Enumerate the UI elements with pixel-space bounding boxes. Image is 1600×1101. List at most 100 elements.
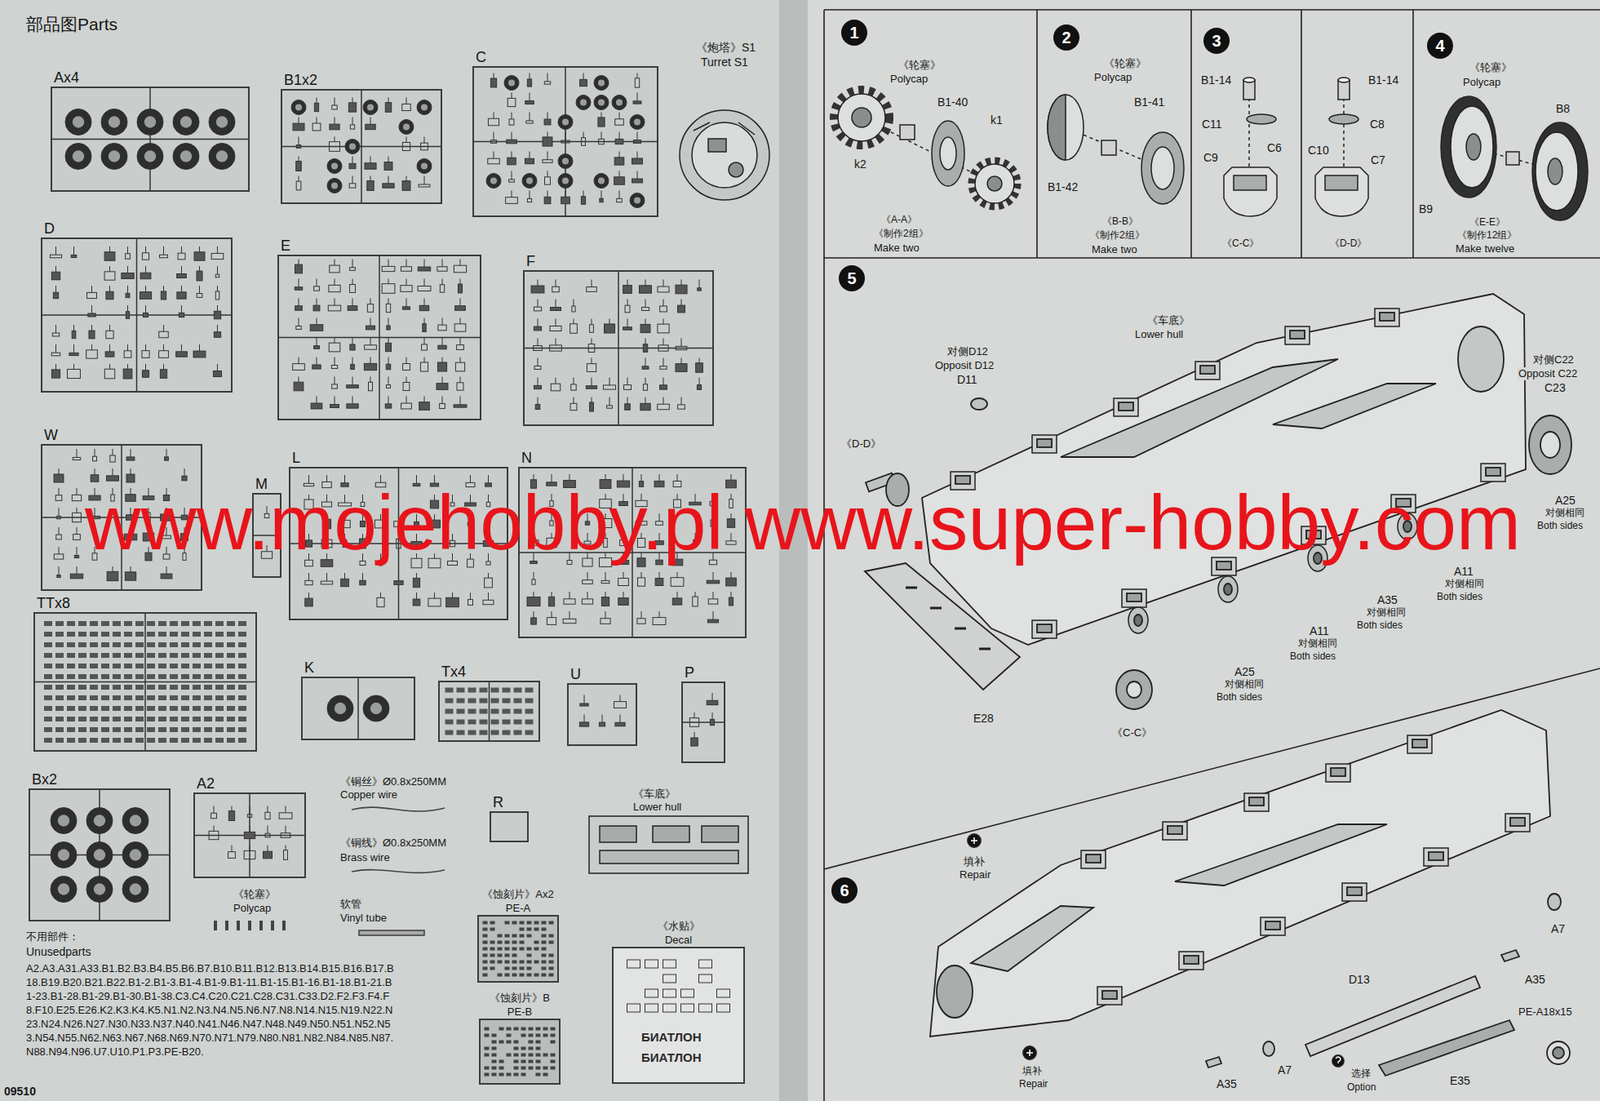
part-label: Both sides xyxy=(1536,519,1584,532)
part-label: Both sides xyxy=(1215,691,1264,703)
frame-heading: 《水贴》Decal xyxy=(611,918,745,947)
frame-outline xyxy=(301,676,416,741)
etch-fret: 《蚀刻片》Ax2PE-A xyxy=(477,886,559,983)
sprue-parts xyxy=(491,812,528,841)
page-number: 09510 xyxy=(3,1084,37,1099)
sprue-letter: Tx4 xyxy=(441,662,541,681)
part-label: 《轮塞》 xyxy=(232,887,277,901)
part-label: 对侧相同 xyxy=(1365,606,1407,618)
part-label: 对侧相同 xyxy=(1444,577,1485,590)
callout-number: 3 xyxy=(1203,27,1230,54)
sprue-frame: R xyxy=(489,793,529,843)
frame-heading: P xyxy=(681,663,726,682)
sprue-letter: E xyxy=(280,236,482,255)
frame-outline xyxy=(40,237,233,393)
part-label: 对侧相同 xyxy=(1297,637,1339,649)
frame-outline xyxy=(681,681,726,763)
frame-outline xyxy=(522,270,714,426)
part-label: B1-14 xyxy=(1200,73,1233,88)
step-number: 2 xyxy=(1053,24,1080,51)
sprue-frame: TTx8 xyxy=(33,593,258,752)
frame-heading: Bx2 xyxy=(28,770,171,789)
part-label: A11 xyxy=(1308,624,1330,639)
part-label: E35 xyxy=(1449,1073,1472,1088)
sprue-letter: C xyxy=(475,48,659,67)
sprue-frame: B1x2 xyxy=(280,70,443,204)
sprue-letter: N xyxy=(521,448,747,467)
part-label: 不用部件： xyxy=(25,930,80,944)
fret-title: 《蚀刻片》B xyxy=(478,990,561,1005)
sprue-frame: K xyxy=(301,658,416,741)
part-label: A35 xyxy=(1215,1077,1238,1091)
part-label: Brass wire xyxy=(339,850,391,865)
frame-heading: B1x2 xyxy=(280,70,443,89)
sprue-frame: Bx2 xyxy=(28,770,171,922)
callout-number: 4 xyxy=(1427,32,1454,59)
frame-heading: W xyxy=(40,425,203,444)
part-label: 《D-D》 xyxy=(840,437,882,451)
part-label: A35 xyxy=(1376,593,1399,608)
sprue-parts xyxy=(524,271,713,425)
fret-title: 《水贴》 xyxy=(611,918,745,933)
part-label: 《轮塞》 xyxy=(1468,61,1513,75)
sprue-parts xyxy=(35,613,256,750)
step-number: 4 xyxy=(1427,32,1454,59)
etch-fret: 《蚀刻片》BPE-B xyxy=(478,990,561,1085)
part-label: B1-42 xyxy=(1046,180,1079,195)
frame-outline xyxy=(477,914,559,983)
sprue-frame: P xyxy=(681,663,726,763)
sprue-letter: TTx8 xyxy=(36,593,258,612)
part-label: B1-41 xyxy=(1133,95,1166,110)
sprue-parts xyxy=(279,256,480,419)
part-label: Opposit D12 xyxy=(934,359,995,373)
part-label: B8 xyxy=(1555,101,1571,116)
step-number: 6 xyxy=(831,877,858,904)
part-label: Opposit C22 xyxy=(1517,367,1578,381)
callout-number: 6 xyxy=(831,877,858,904)
frame-heading: F xyxy=(522,252,714,271)
part-label: 对侧相同 xyxy=(1544,506,1586,519)
part-label: Make two xyxy=(873,241,921,255)
step2-parts xyxy=(1047,94,1184,204)
sprue-letter: B1x2 xyxy=(283,70,443,89)
part-label: Polycap xyxy=(1093,70,1133,85)
page-title: 部品图Parts xyxy=(26,13,118,36)
sprue-frame: A2 xyxy=(193,774,306,878)
part-label: Lower hull xyxy=(1134,327,1184,342)
part-label: A25 xyxy=(1233,664,1256,679)
step4-parts xyxy=(1440,96,1588,221)
sprue-frame: U xyxy=(567,664,638,746)
step6-hull xyxy=(930,709,1570,1076)
sprue-letter: P xyxy=(684,663,726,682)
callout-number: 5 xyxy=(838,265,865,292)
part-label: Make twelve xyxy=(1454,242,1516,256)
part-label: Unusedparts xyxy=(25,944,92,959)
lower-hull-part xyxy=(589,815,749,874)
part-label: 《制作2组》 xyxy=(1089,229,1146,241)
fret-title: 《蚀刻片》Ax2 xyxy=(477,886,559,901)
sprue-parts xyxy=(195,793,305,877)
part-label: 《车底》 xyxy=(1146,314,1191,328)
part-label: 《轮塞》 xyxy=(897,58,942,72)
frame-heading: E xyxy=(277,236,482,255)
frame-heading: 《蚀刻片》Ax2PE-A xyxy=(477,886,559,915)
part-label: Turret S1 xyxy=(700,55,750,70)
part-label: C10 xyxy=(1307,143,1330,158)
sprue-letter: D xyxy=(44,219,233,238)
fret-title: PE-A xyxy=(477,900,559,915)
part-label: Make two xyxy=(1090,243,1139,257)
sprue-letter: U xyxy=(570,664,638,683)
part-label: C8 xyxy=(1369,117,1386,132)
frame-heading: N xyxy=(518,448,747,467)
step-number: 3 xyxy=(1203,27,1230,54)
callout-number: 1 xyxy=(841,19,868,46)
frame-outline xyxy=(280,88,443,204)
part-label: Polycap xyxy=(889,72,929,86)
frame-outline xyxy=(567,682,638,746)
frame-outline xyxy=(438,680,541,742)
sprue-letter: F xyxy=(526,252,714,271)
part-label: B1-14 xyxy=(1367,73,1400,88)
part-label: 对侧D12 xyxy=(946,345,989,359)
part-label: Both sides xyxy=(1356,619,1404,631)
part-label: Vinyl tube xyxy=(339,911,388,925)
